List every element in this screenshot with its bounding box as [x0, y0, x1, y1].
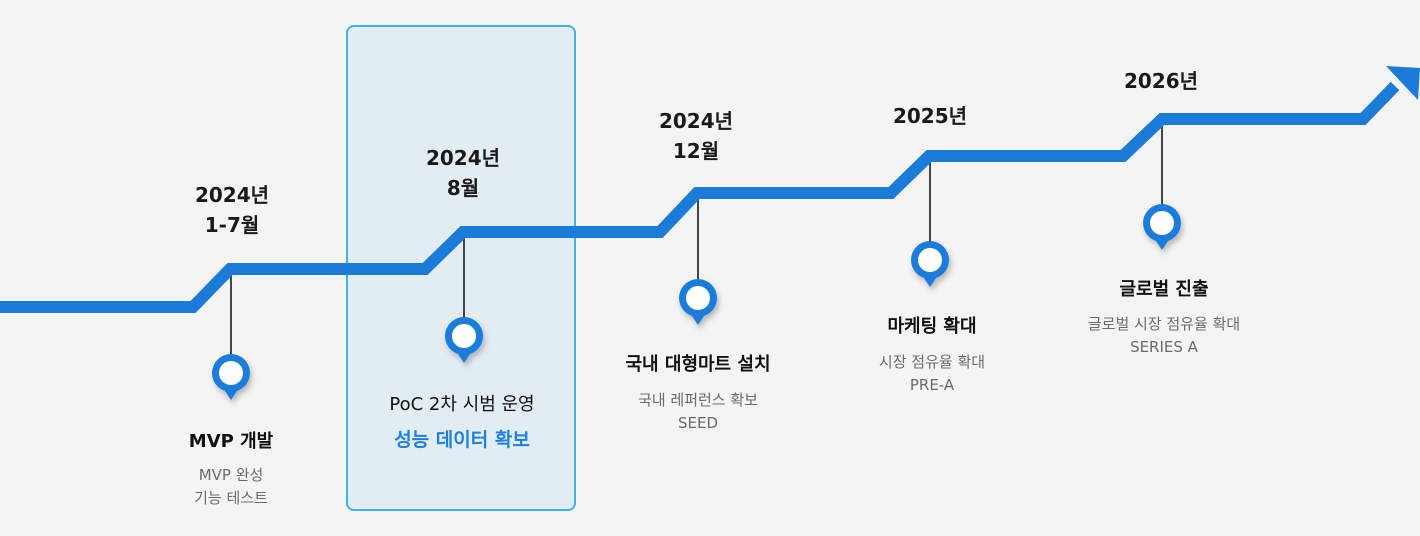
- milestone-highlight-poc: 성능 데이터 확보: [394, 429, 530, 451]
- milestone-period: 8월: [446, 176, 480, 200]
- growth-line: [0, 81, 1400, 313]
- milestone-details-mart: 국내 레퍼런스 확보 SEED: [638, 389, 758, 435]
- milestone-period: 1-7월: [204, 213, 260, 237]
- milestone-title-global: 글로벌 진출: [1119, 279, 1209, 300]
- arrow-head-icon: [1386, 66, 1420, 100]
- milestone-title-mart: 국내 대형마트 설치: [625, 354, 771, 375]
- milestone-year: 2024년: [425, 146, 501, 170]
- milestone-details-global: 글로벌 시장 점유율 확대 SERIES A: [1088, 313, 1240, 359]
- map-pin-icon: [679, 279, 717, 325]
- milestone-date-mvp: 2024년 1-7월: [195, 180, 269, 240]
- map-pin-icon: [1143, 204, 1181, 250]
- milestone-date-mart: 2024년 12월: [659, 106, 733, 166]
- milestone-details-marketing: 시장 점유율 확대 PRE-A: [879, 351, 985, 397]
- milestone-detail: 글로벌 시장 점유율 확대: [1087, 315, 1241, 333]
- milestone-detail: 시장 점유율 확대: [878, 353, 986, 371]
- map-pin-icon: [445, 317, 483, 363]
- milestone-year: 2026년: [1123, 69, 1199, 93]
- map-pin-icon: [911, 241, 949, 287]
- milestone-year: 2024년: [194, 183, 270, 207]
- milestone-date-poc: 2024년 8월: [426, 143, 500, 203]
- milestone-detail: 기능 테스트: [194, 489, 268, 507]
- milestone-period: 12월: [672, 139, 720, 163]
- map-pin-icon: [212, 354, 250, 400]
- milestone-detail: 국내 레퍼런스 확보: [638, 391, 758, 409]
- milestone-detail: SEED: [677, 414, 719, 432]
- milestone-title-mvp: MVP 개발: [188, 431, 274, 452]
- milestone-title-poc: PoC 2차 시범 운영: [389, 394, 535, 415]
- milestone-detail: MVP 완성: [198, 466, 264, 484]
- milestone-title-marketing: 마케팅 확대: [887, 316, 977, 337]
- milestone-date-global: 2026년: [1124, 66, 1198, 96]
- milestone-details-mvp: MVP 완성 기능 테스트: [194, 464, 268, 510]
- milestone-year: 2024년: [658, 109, 734, 133]
- milestone-detail: SERIES A: [1130, 338, 1198, 356]
- milestone-detail: PRE-A: [909, 376, 955, 394]
- milestone-date-marketing: 2025년: [893, 101, 967, 131]
- milestone-year: 2025년: [892, 104, 968, 128]
